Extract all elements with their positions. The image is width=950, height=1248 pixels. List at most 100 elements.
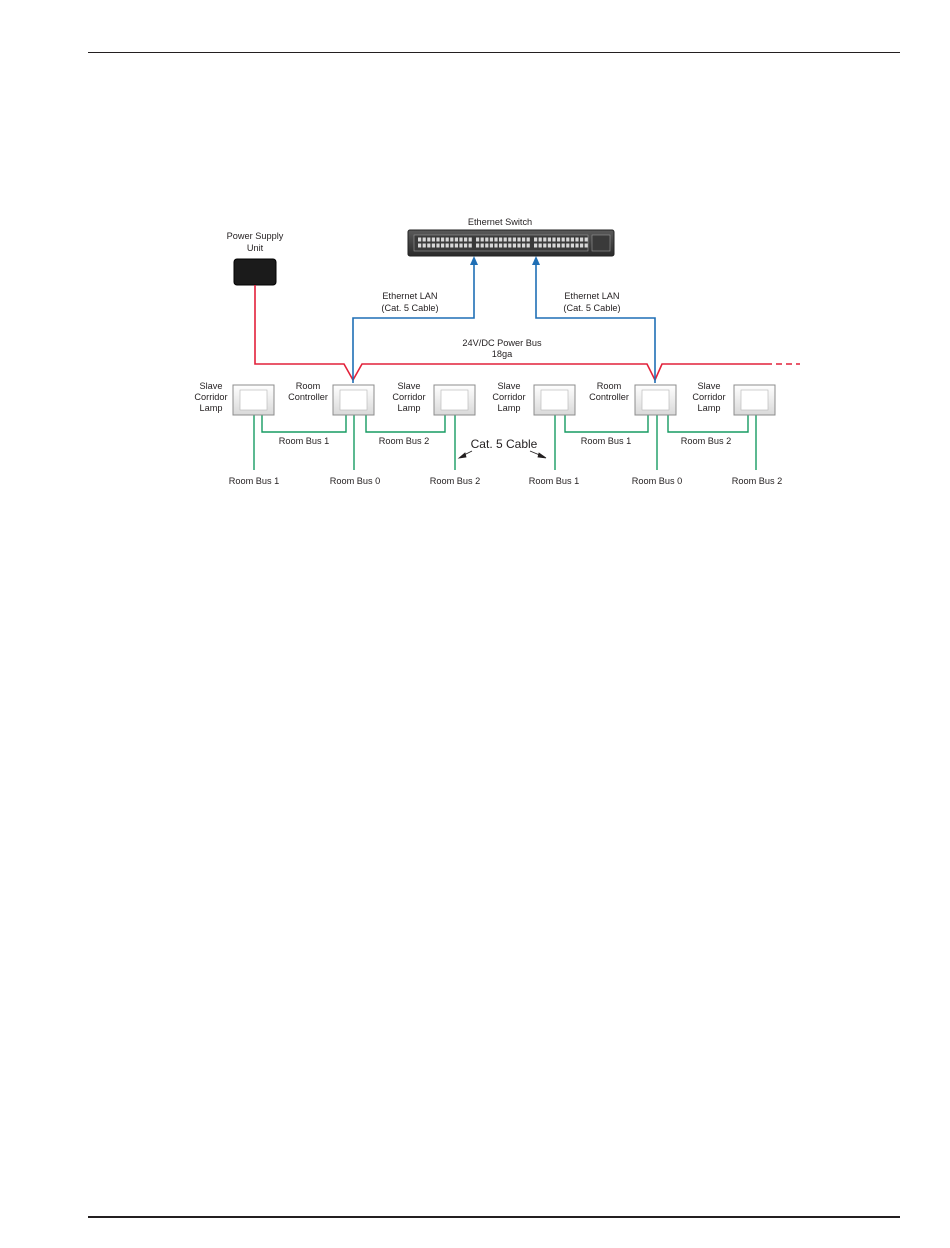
ethernet-switch-label: Ethernet Switch bbox=[468, 217, 532, 227]
switch-port bbox=[431, 237, 435, 242]
power-bus-line bbox=[254, 285, 800, 382]
switch-port bbox=[534, 243, 538, 248]
svg-text:Lamp: Lamp bbox=[398, 403, 421, 413]
svg-text:Lamp: Lamp bbox=[200, 403, 223, 413]
svg-text:Slave: Slave bbox=[698, 381, 721, 391]
switch-port bbox=[494, 243, 498, 248]
device-label-2: Room Controller bbox=[288, 381, 328, 402]
lan-left-label-line2: (Cat. 5 Cable) bbox=[381, 303, 438, 313]
cable-pointers bbox=[457, 450, 547, 459]
ethernet-switch bbox=[407, 229, 615, 257]
power-bus-label-line2: 18ga bbox=[492, 349, 513, 359]
switch-port bbox=[494, 237, 498, 242]
power-supply-unit bbox=[233, 258, 277, 286]
switch-port bbox=[517, 243, 521, 248]
switch-port bbox=[575, 237, 579, 242]
bottom-label-2: Room Bus 0 bbox=[330, 476, 381, 486]
switch-port bbox=[489, 237, 493, 242]
device-label-3: Slave Corridor Lamp bbox=[392, 381, 425, 413]
switch-port bbox=[503, 243, 507, 248]
ethernet-lan-right bbox=[535, 262, 656, 383]
switch-port bbox=[547, 243, 551, 248]
switch-port bbox=[422, 237, 426, 242]
psu-label-line2: Unit bbox=[247, 243, 264, 253]
switch-port bbox=[459, 243, 463, 248]
bottom-label-6: Room Bus 2 bbox=[732, 476, 783, 486]
footer-rule bbox=[88, 1216, 900, 1218]
svg-text:Controller: Controller bbox=[589, 392, 629, 402]
switch-port bbox=[464, 243, 468, 248]
switch-port bbox=[538, 243, 542, 248]
switch-port bbox=[427, 237, 431, 242]
switch-port bbox=[485, 237, 489, 242]
switch-port bbox=[431, 243, 435, 248]
cable-label: Cat. 5 Cable bbox=[471, 437, 538, 451]
link-label-4: Room Bus 2 bbox=[681, 436, 732, 446]
switch-port bbox=[476, 237, 480, 242]
switch-port bbox=[476, 243, 480, 248]
svg-text:Room: Room bbox=[597, 381, 622, 391]
svg-text:Lamp: Lamp bbox=[498, 403, 521, 413]
header-rule bbox=[88, 52, 900, 53]
switch-port bbox=[526, 237, 530, 242]
switch-port bbox=[522, 243, 526, 248]
switch-ports bbox=[418, 237, 605, 248]
svg-text:Lamp: Lamp bbox=[698, 403, 721, 413]
svg-text:Slave: Slave bbox=[200, 381, 223, 391]
switch-port bbox=[441, 243, 445, 248]
switch-port bbox=[480, 243, 484, 248]
switch-port bbox=[566, 237, 570, 242]
switch-port bbox=[526, 243, 530, 248]
device-slave-lamp-4 bbox=[733, 384, 776, 416]
ethernet-lan-left bbox=[352, 262, 475, 383]
switch-port bbox=[489, 243, 493, 248]
switch-port bbox=[543, 237, 547, 242]
switch-port bbox=[580, 243, 584, 248]
lan-right-label-line2: (Cat. 5 Cable) bbox=[563, 303, 620, 313]
device-slave-lamp-3 bbox=[533, 384, 576, 416]
lan-right-label-line1: Ethernet LAN bbox=[564, 291, 619, 301]
switch-port bbox=[552, 243, 556, 248]
svg-text:Room: Room bbox=[296, 381, 321, 391]
bottom-label-5: Room Bus 0 bbox=[632, 476, 683, 486]
switch-port bbox=[450, 237, 454, 242]
device-slave-lamp-2 bbox=[433, 384, 476, 416]
room-bus-drops bbox=[253, 414, 757, 470]
svg-text:Corridor: Corridor bbox=[692, 392, 725, 402]
switch-port bbox=[485, 243, 489, 248]
switch-port bbox=[445, 243, 449, 248]
svg-text:Slave: Slave bbox=[498, 381, 521, 391]
arrow-head-left bbox=[470, 256, 478, 265]
link-label-2: Room Bus 2 bbox=[379, 436, 430, 446]
switch-port bbox=[427, 243, 431, 248]
switch-port bbox=[499, 237, 503, 242]
switch-port bbox=[534, 237, 538, 242]
switch-port bbox=[508, 243, 512, 248]
switch-port bbox=[561, 237, 565, 242]
device-label-6: Slave Corridor Lamp bbox=[692, 381, 725, 413]
switch-port bbox=[418, 243, 422, 248]
switch-port bbox=[422, 243, 426, 248]
device-label-5: Room Controller bbox=[589, 381, 629, 402]
switch-port bbox=[459, 237, 463, 242]
switch-port bbox=[468, 237, 472, 242]
svg-text:Corridor: Corridor bbox=[194, 392, 227, 402]
switch-port bbox=[584, 237, 588, 242]
switch-port bbox=[450, 243, 454, 248]
svg-text:Controller: Controller bbox=[288, 392, 328, 402]
device-slave-lamp-1 bbox=[232, 384, 275, 416]
device-label-4: Slave Corridor Lamp bbox=[492, 381, 525, 413]
power-bus-label-line1: 24V/DC Power Bus bbox=[462, 338, 542, 348]
switch-port bbox=[508, 237, 512, 242]
switch-port bbox=[557, 243, 561, 248]
switch-port bbox=[454, 243, 458, 248]
svg-text:Corridor: Corridor bbox=[492, 392, 525, 402]
switch-port bbox=[454, 237, 458, 242]
switch-port bbox=[552, 237, 556, 242]
switch-port bbox=[517, 237, 521, 242]
switch-port bbox=[512, 237, 516, 242]
switch-port bbox=[436, 237, 440, 242]
bottom-label-3: Room Bus 2 bbox=[430, 476, 481, 486]
link-label-3: Room Bus 1 bbox=[581, 436, 632, 446]
